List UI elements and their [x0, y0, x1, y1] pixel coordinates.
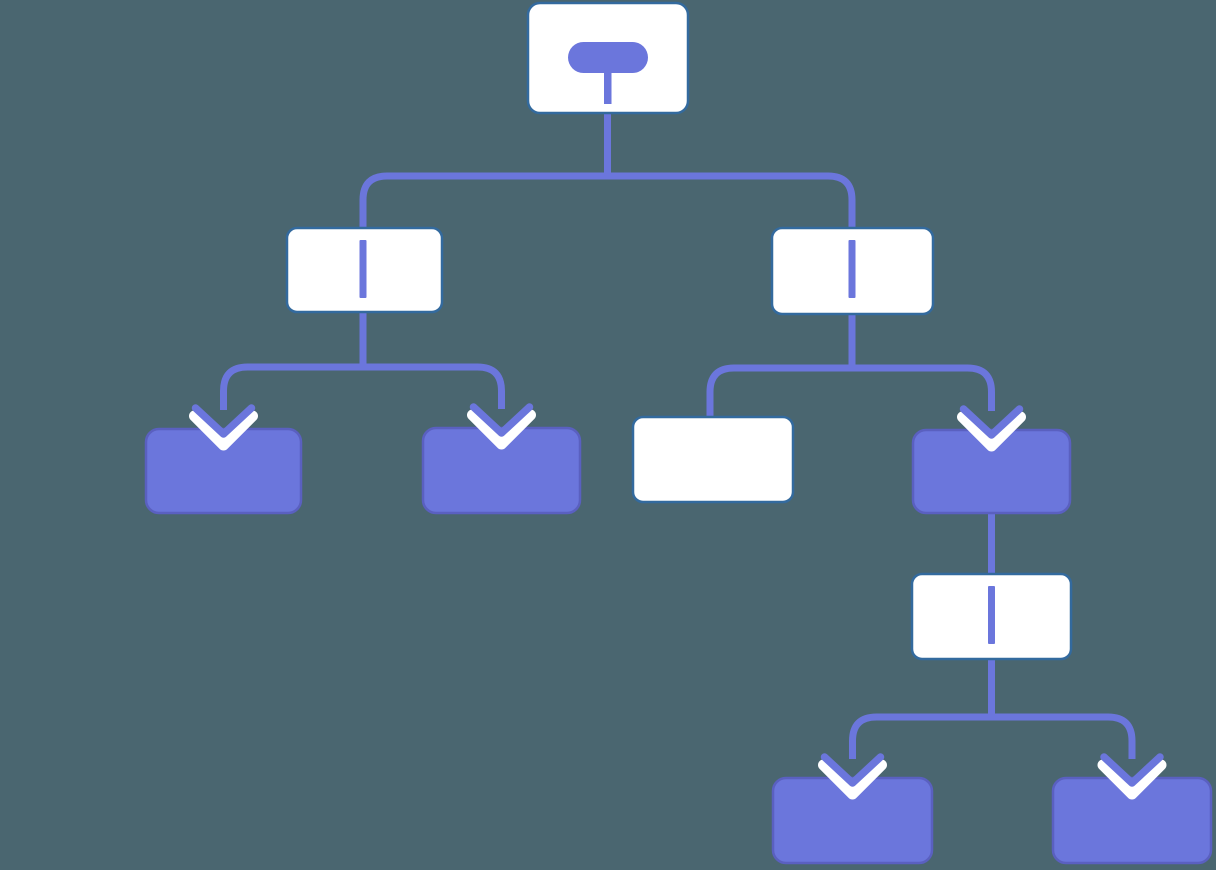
chevron-down-icon	[957, 405, 1026, 452]
edge-bottom-branch-connector	[849, 713, 1136, 759]
vertical-bar-icon	[359, 240, 367, 298]
node-branch-left[interactable]	[285, 226, 444, 314]
node-branch-bottom[interactable]	[910, 572, 1073, 661]
vertical-bar-icon	[988, 586, 995, 644]
chevron-down-icon	[1097, 753, 1167, 800]
chevron-down-icon	[189, 404, 258, 451]
vertical-bar-icon	[848, 240, 856, 298]
connector-edges	[220, 112, 1136, 759]
edge-root-trunk	[359, 172, 856, 229]
node-card-plain[interactable]	[631, 415, 795, 504]
node-branch-right[interactable]	[770, 226, 935, 316]
edge-right-branch-connector	[706, 364, 995, 416]
arrowheads	[189, 403, 1167, 800]
node-root[interactable]	[526, 1, 690, 115]
root-pill-icon	[568, 42, 648, 104]
chevron-down-icon	[467, 403, 536, 450]
chevron-down-icon	[818, 753, 887, 800]
edge-left-branch-connector	[220, 363, 505, 410]
